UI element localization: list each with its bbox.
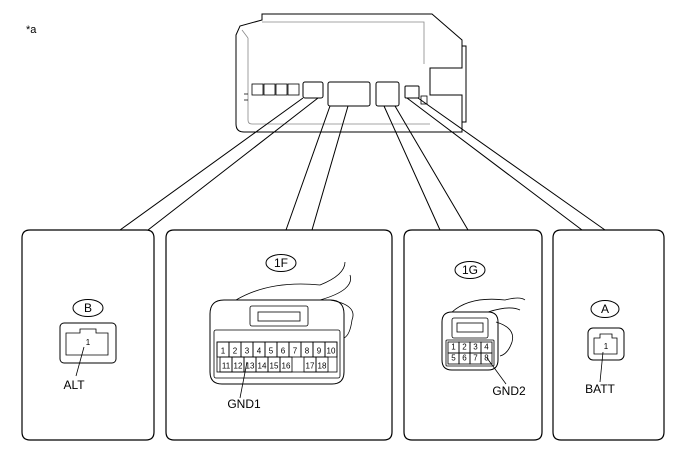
pin-1f-2: 2: [233, 347, 238, 356]
connector-code-b: B: [84, 301, 92, 315]
pin-a-1: 1: [604, 342, 609, 351]
pin-1f-8: 8: [305, 347, 310, 356]
connector-code-1g: 1G: [462, 263, 478, 277]
panel-batt: A 1 BATT: [552, 229, 665, 441]
pin-1f-4: 4: [257, 347, 262, 356]
pin-1f-6: 6: [281, 347, 286, 356]
pin-1f-15: 15: [270, 362, 279, 371]
terminal-label-gnd2: GND2: [492, 384, 526, 398]
leader-lines: [119, 97, 606, 231]
pin-1f-16-cell: [279, 356, 293, 373]
connector-code-1f: 1F: [274, 256, 288, 270]
pin-1f-5: 5: [269, 347, 274, 356]
terminal-label-batt: BATT: [585, 382, 615, 396]
pin-1f-9: 9: [317, 347, 322, 356]
pin-1g-4: 4: [484, 343, 489, 352]
terminal-label-gnd1: GND1: [227, 397, 261, 411]
pin-1f-10-cell: [324, 341, 338, 358]
pin-1g-2: 2: [462, 343, 467, 352]
junction-block: [235, 13, 467, 133]
pin-1f-3: 3: [245, 347, 250, 356]
pin-1f-13: 13: [246, 362, 255, 371]
pin-1f-17: 17: [306, 362, 315, 371]
pin-1g-3: 3: [473, 343, 478, 352]
pin-1f-1: 1: [221, 347, 226, 356]
pin-1f-10: 10: [327, 347, 336, 356]
pin-1g-5: 5: [451, 354, 456, 363]
pin-1g-8: 8: [484, 354, 489, 363]
pin-1g-1: 1: [451, 343, 456, 352]
connector-code-a: A: [601, 302, 609, 316]
terminal-label-alt: ALT: [63, 378, 85, 392]
pin-1f-12: 12: [234, 362, 243, 371]
pin-1g-8-cell: [480, 352, 493, 365]
pin-1f-18-cell: [315, 356, 329, 373]
pin-1f-11: 11: [222, 362, 231, 371]
pin-1f-16: 16: [282, 362, 291, 371]
pin-1f-7: 7: [293, 347, 298, 356]
panel-alt: B 1 ALT: [21, 229, 155, 441]
pin-1f-18: 18: [318, 362, 327, 371]
figure-marker: *a: [26, 24, 37, 36]
pin-b-1: 1: [86, 338, 91, 347]
pin-1g-6: 6: [462, 354, 467, 363]
pin-1g-7: 7: [473, 354, 478, 363]
pin-1f-14: 14: [258, 362, 267, 371]
